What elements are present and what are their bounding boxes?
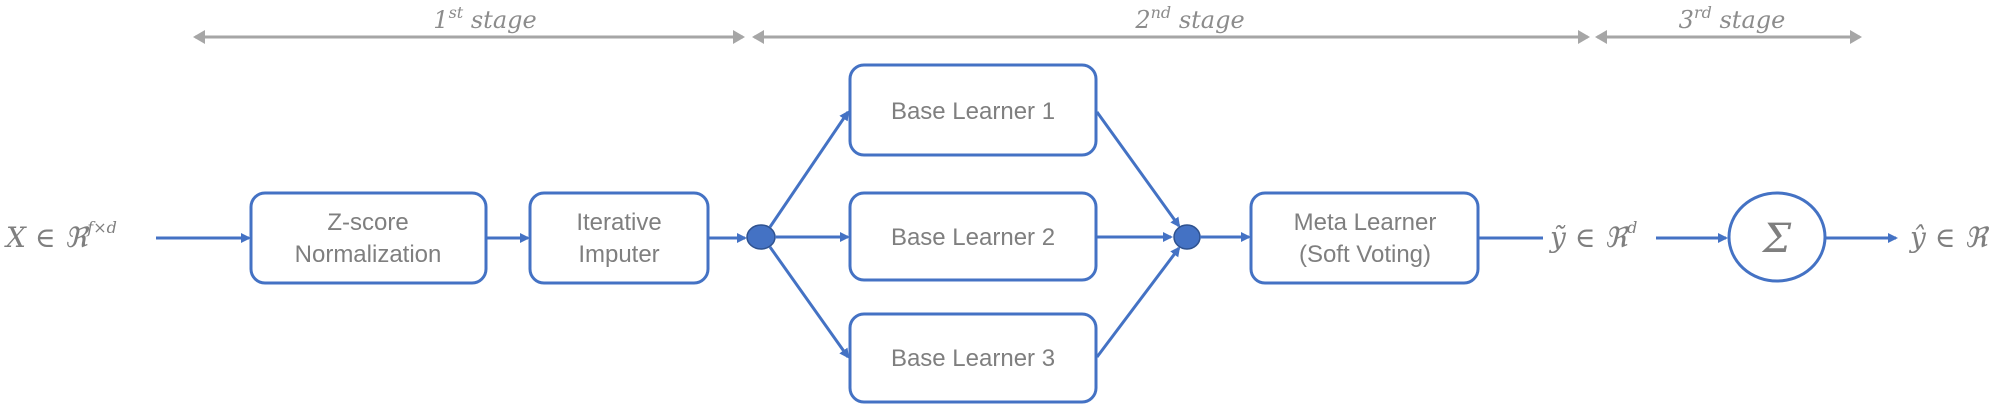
base-learner-2-label: Base Learner 2 — [891, 224, 1055, 251]
arrow-split-to-base3 — [768, 246, 850, 359]
base-learner-3-label: Base Learner 3 — [891, 345, 1055, 372]
sigma-icon: Σ — [1761, 216, 1792, 262]
meta-label-line1: Meta Learner — [1294, 209, 1437, 236]
imputer-label-line2: Imputer — [578, 241, 659, 268]
arrow-base1-to-merge — [1095, 111, 1181, 228]
arrow-base3-to-merge — [1095, 246, 1181, 358]
zscore-normalization-box — [249, 191, 488, 285]
base-learner-3-box — [848, 312, 1098, 404]
arrow-split-to-base1 — [768, 110, 850, 228]
stage-1-label: 1st stage — [433, 3, 536, 34]
base-learner-2-box — [848, 191, 1098, 282]
stage-2-label: 2nd stage — [1134, 3, 1244, 34]
split-node — [746, 224, 776, 250]
zscore-label-line1: Z-score — [327, 209, 408, 236]
zscore-label-line2: Normalization — [295, 241, 442, 268]
imputer-label-line1: Iterative — [576, 209, 661, 236]
intermediate-output-label: ỹ ∈ ℜd — [1548, 218, 1637, 254]
base-learner-1-box — [848, 63, 1098, 157]
iterative-imputer-box — [528, 191, 710, 285]
final-output-label: ŷ ∈ ℜ — [1908, 221, 1990, 254]
meta-label-line2: (Soft Voting) — [1299, 241, 1431, 268]
meta-learner-box — [1249, 191, 1480, 285]
stage-3-label: 3rd stage — [1679, 3, 1786, 34]
merge-node — [1173, 224, 1201, 250]
base-learner-1-label: Base Learner 1 — [891, 98, 1055, 125]
input-label: X ∈ ℜf×d — [4, 218, 117, 254]
sum-node — [1727, 191, 1827, 283]
